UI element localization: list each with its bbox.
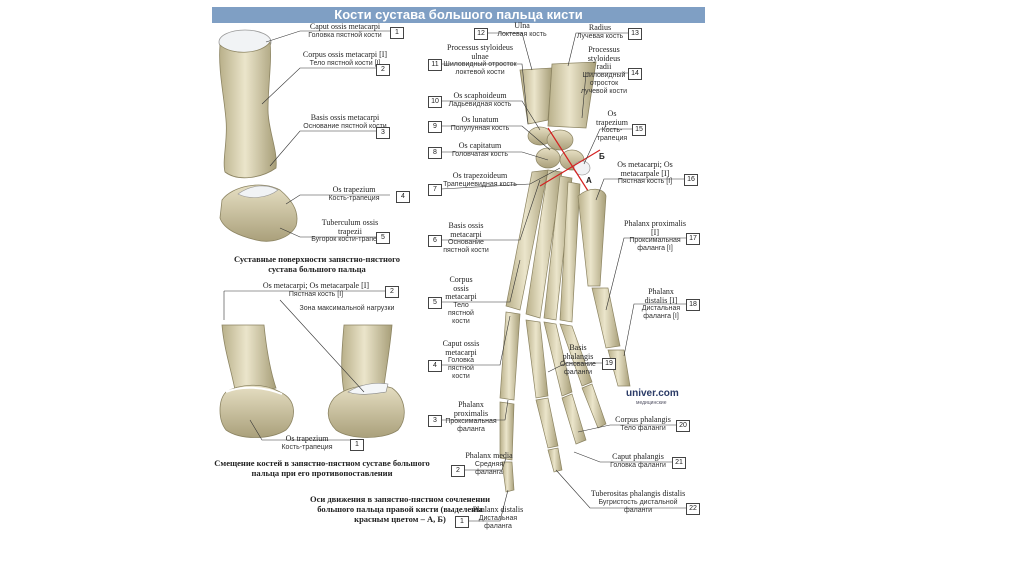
num-main-12: 12 — [474, 28, 488, 40]
label-main-18: Phalanx distalis [I]Дистальная фаланга [… — [636, 288, 686, 321]
num-main-7: 7 — [428, 184, 442, 196]
num-top-2: 2 — [376, 64, 390, 76]
watermark: univer.com — [626, 388, 679, 399]
num-main-22: 22 — [686, 503, 700, 515]
axis-label-a: А — [586, 176, 592, 185]
joint-view-left — [220, 325, 294, 438]
num-main-14: 14 — [628, 68, 642, 80]
num-main-10: 10 — [428, 96, 442, 108]
num-top-3: 3 — [376, 127, 390, 139]
num-main-6: 6 — [428, 235, 442, 247]
label-main-16: Os metacarpi; Os metacarpale [I]Пястная … — [606, 161, 684, 186]
watermark-sub: медицинские — [636, 400, 667, 406]
num-main-3: 3 — [428, 415, 442, 427]
caption-main: Оси движения в запястно-пястном сочленен… — [300, 494, 500, 524]
num-main-4: 4 — [428, 360, 442, 372]
num-main-13: 13 — [628, 28, 642, 40]
num-main-18: 18 — [686, 299, 700, 311]
num-main-19: 19 — [602, 358, 616, 370]
num-main-17: 17 — [686, 233, 700, 245]
num-top-4: 4 — [396, 191, 410, 203]
num-main-9: 9 — [428, 121, 442, 133]
num-main-8: 8 — [428, 147, 442, 159]
num-top-5: 5 — [376, 232, 390, 244]
num-bottom-2: 2 — [385, 286, 399, 298]
num-main-5: 5 — [428, 297, 442, 309]
joint-view-right — [328, 325, 404, 438]
axis-label-b: Б — [599, 152, 605, 161]
num-main-2: 2 — [451, 465, 465, 477]
num-main-15: 15 — [632, 124, 646, 136]
num-top-1: 1 — [390, 27, 404, 39]
trapezium-bone-top — [220, 185, 297, 241]
metacarpal-bone-top — [219, 30, 276, 178]
label-bottom-1: Os metacarpi; Os metacarpale [I]Пястная … — [246, 282, 386, 299]
num-main-20: 20 — [676, 420, 690, 432]
caption-bottom: Смещение костей в запястно-пястном суста… — [212, 458, 432, 478]
num-main-21: 21 — [672, 457, 686, 469]
num-bottom-1: 1 — [350, 439, 364, 451]
num-main-11: 11 — [428, 59, 442, 71]
label-bottom-2: Зона максимальной нагрузки — [292, 305, 402, 313]
caption-top: Суставные поверхности запястно-пястного … — [222, 254, 412, 274]
num-main-16: 16 — [684, 174, 698, 186]
label-main-17: Phalanx proximalis [I]Проксимальная фала… — [624, 220, 686, 253]
